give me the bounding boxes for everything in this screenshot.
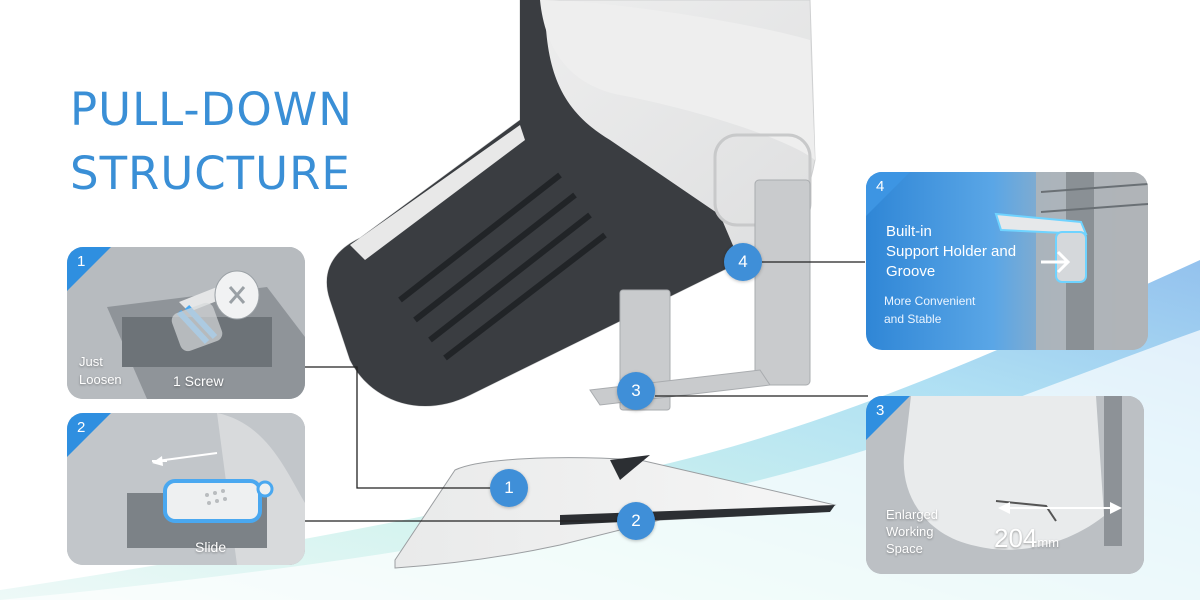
card-number: 3 — [876, 402, 885, 419]
dimension-label: 204mm — [994, 525, 1060, 551]
slide-arrow-icon — [156, 452, 218, 462]
callout-card-3: 3 Enlarged Working Space 204mm — [866, 396, 1144, 574]
card-number: 4 — [876, 178, 885, 195]
leader-lines — [300, 261, 868, 522]
card-1-text-just: Just — [79, 354, 103, 369]
card-4-subtitle-line-1: More Convenient — [884, 294, 976, 308]
dimension-value: 204 — [994, 523, 1038, 553]
card-3-text-enlarged: Enlarged — [886, 507, 939, 522]
callout-card-4: 4 Built-in Support Holder and Groove Mor… — [866, 172, 1148, 350]
working-space-illustration — [866, 396, 1144, 574]
card-3-text-space: Space — [886, 541, 923, 556]
card-1-text-loosen: Loosen — [79, 372, 122, 387]
page-title: PULL-DOWN STRUCTURE — [70, 78, 353, 206]
card-4-subtitle: More Convenient and Stable — [884, 292, 975, 328]
card-corner-tab — [866, 172, 910, 216]
card-4-subtitle-line-2: and Stable — [884, 312, 942, 326]
badge-2: 2 — [617, 502, 655, 540]
card-4-title-line-3: Groove — [886, 263, 936, 280]
card-number: 2 — [77, 419, 86, 436]
card-number: 1 — [77, 253, 86, 270]
card-4-title-line-1: Built-in — [886, 223, 932, 240]
card-corner-tab — [67, 247, 111, 291]
internal-fins — [398, 172, 607, 361]
badge-1: 1 — [490, 469, 528, 507]
screw-illustration — [67, 247, 305, 399]
title-line-2: STRUCTURE — [70, 147, 351, 200]
badge-3: 3 — [617, 372, 655, 410]
support-holder-icon — [994, 212, 1088, 236]
card-corner-tab — [67, 413, 111, 457]
support-holder-illustration — [994, 172, 1148, 350]
card-2-text-slide: Slide — [195, 539, 227, 555]
callout-card-1: 1 Just Loosen 1 Screw — [67, 247, 305, 399]
dimension-unit: mm — [1037, 535, 1060, 550]
badge-4: 4 — [724, 243, 762, 281]
card-4-title: Built-in Support Holder and Groove — [886, 222, 1016, 282]
callout-card-2: 2 Slide — [67, 413, 305, 565]
card-4-title-line-2: Support Holder and — [886, 243, 1017, 260]
card-corner-tab — [866, 396, 910, 440]
card-1-text-screw: 1 Screw — [173, 373, 224, 389]
card-3-text-working: Working — [886, 524, 934, 539]
title-line-1: PULL-DOWN — [70, 83, 353, 136]
